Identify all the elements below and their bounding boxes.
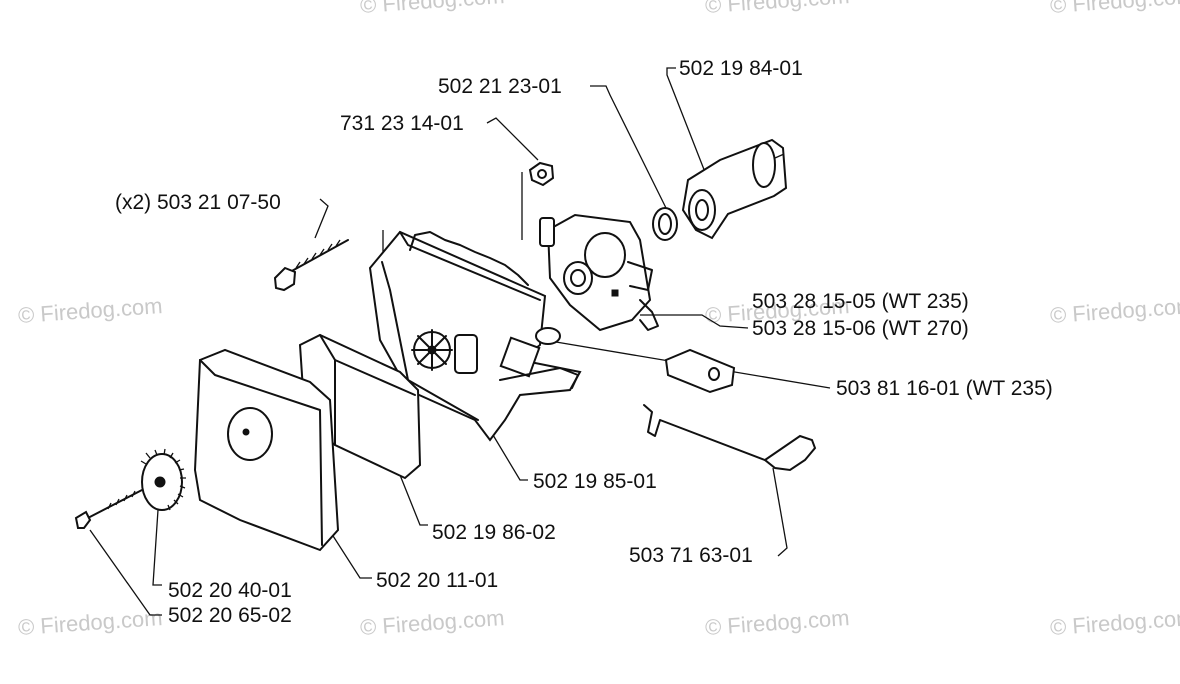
part-label: 502 20 65-02 [168,604,292,627]
leader-carburetor [640,314,749,329]
part-label: 503 28 15-06 (WT 270) [752,317,969,340]
spacer-plate [664,348,736,394]
leader-503-21-07-50 [314,198,329,239]
nut [528,161,555,187]
choke-rod [643,404,817,472]
part-label: 503 81 16-01 (WT 235) [836,377,1053,400]
part-label: 502 19 85-01 [533,470,657,493]
leader-502-19-86-02 [397,469,428,526]
filter-knob [140,448,186,511]
leader-502-19-85-01 [489,429,528,481]
intake-manifold [681,138,788,240]
bolt [74,489,143,529]
part-label: 731 23 14-01 [340,112,464,135]
screw-long [273,239,349,292]
part-label: 502 19 86-02 [432,521,556,544]
filter-cover [193,348,340,552]
leader-731-23-14-01 [486,117,539,161]
gasket-ring [652,207,678,241]
part-label: 502 20 11-01 [376,569,499,592]
filter-housing [368,230,582,442]
leader-502-19-84-01 [666,67,713,191]
leader-502-20-65-02 [89,529,162,616]
part-label: 502 21 23-01 [438,75,562,98]
carburetor [539,213,659,332]
leader-503-71-63-01 [772,467,788,557]
part-label: (x2) 503 21 07-50 [115,191,281,214]
part-label: 502 20 40-01 [168,579,292,602]
part-label: 502 19 84-01 [679,57,803,80]
leader-502-20-40-01 [152,479,162,586]
part-label: 503 28 15-05 (WT 235) [752,290,969,313]
leader-502-21-23-01 [590,85,669,213]
part-label: 503 71 63-01 [629,544,753,567]
